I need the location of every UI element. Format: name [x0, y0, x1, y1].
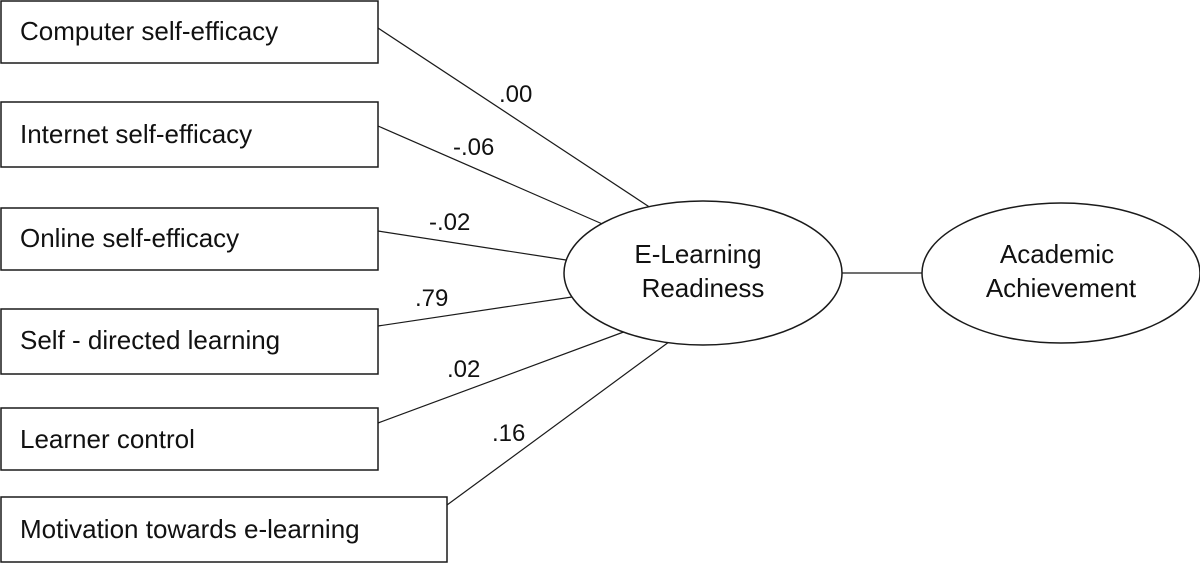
path-coefficient: .02: [447, 356, 480, 383]
predictor-box: Internet self-efficacy: [0, 101, 379, 168]
predictor-label: Learner control: [20, 424, 195, 454]
predictor-box: Online self-efficacy: [0, 207, 379, 271]
predictor-box: Motivation towards e-learning: [0, 496, 448, 563]
predictor-label: Self - directed learning: [20, 325, 280, 355]
edge-motivation: [446, 338, 674, 506]
edge-self-directed-learning: [377, 296, 573, 327]
predictor-label: Online self-efficacy: [20, 223, 239, 253]
edge-learner-control: [377, 329, 630, 424]
path-coefficient: -.06: [453, 134, 494, 161]
edge-internet-self-efficacy: [377, 125, 608, 227]
edge-online-self-efficacy: [377, 230, 567, 261]
outcome-label-line1: Academic: [1000, 239, 1114, 269]
mediator-label-line2: Readiness: [642, 273, 765, 303]
mediator-label-line1: E-Learning: [634, 239, 761, 269]
predictor-box: Self - directed learning: [0, 308, 379, 375]
path-coefficient: -.02: [429, 209, 470, 236]
path-coefficient: .79: [415, 285, 448, 312]
edge-computer-self-efficacy: [377, 27, 658, 213]
predictor-label: Computer self-efficacy: [20, 16, 278, 46]
path-coefficient: .16: [492, 420, 525, 447]
predictor-label: Internet self-efficacy: [20, 119, 252, 149]
outcome-node: Academic Achievement: [921, 202, 1200, 344]
predictor-box: Computer self-efficacy: [0, 0, 379, 64]
predictor-label: Motivation towards e-learning: [20, 514, 360, 544]
mediator-node: E-Learning Readiness: [563, 200, 843, 346]
outcome-label-line2: Achievement: [986, 273, 1137, 303]
path-coefficient: .00: [499, 81, 532, 108]
predictor-box: Learner control: [0, 407, 379, 471]
